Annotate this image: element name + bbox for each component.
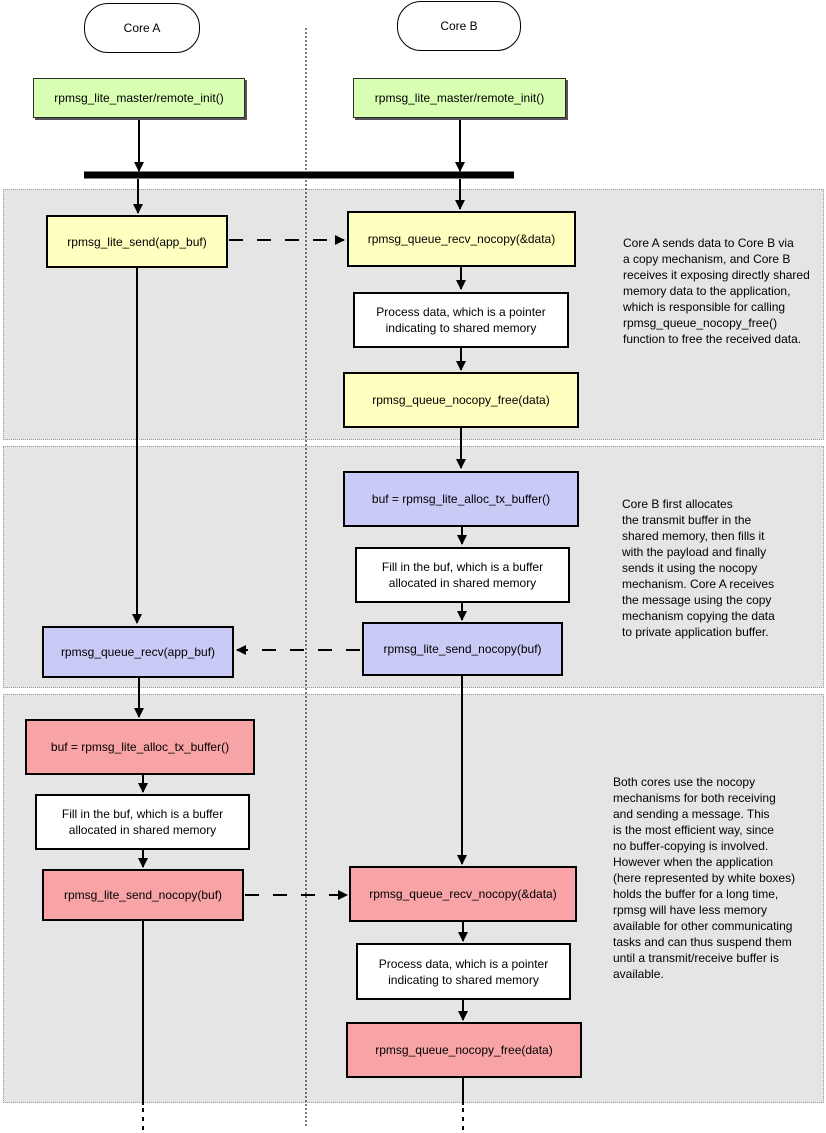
core-b-label: Core B xyxy=(397,1,521,51)
core-a-label: Core A xyxy=(84,3,200,53)
core-b-process-box: Process data, which is a pointer indicat… xyxy=(353,292,569,348)
core-a-send-box: rpmsg_lite_send(app_buf) xyxy=(46,215,228,268)
section3-note: Both cores use the nocopy mechanisms for… xyxy=(613,775,796,981)
core-a-recv-box: rpmsg_queue_recv(app_buf) xyxy=(42,626,234,678)
core-b-free-box: rpmsg_queue_nocopy_free(data) xyxy=(343,372,579,428)
core-b-process-box-2: Process data, which is a pointer indicat… xyxy=(356,943,571,1000)
core-a-fill-box: Fill in the buf, which is a buffer alloc… xyxy=(35,794,250,850)
core-b-alloc-box: buf = rpmsg_lite_alloc_tx_buffer() xyxy=(343,471,579,527)
core-b-send-nocopy-box: rpmsg_lite_send_nocopy(buf) xyxy=(362,622,563,676)
core-b-recv-nocopy-box: rpmsg_queue_recv_nocopy(&data) xyxy=(347,211,576,267)
core-b-init-box: rpmsg_lite_master/remote_init() xyxy=(353,78,566,118)
core-b-free-box-2: rpmsg_queue_nocopy_free(data) xyxy=(346,1022,582,1078)
core-a-init-box: rpmsg_lite_master/remote_init() xyxy=(33,78,245,118)
core-a-alloc-box: buf = rpmsg_lite_alloc_tx_buffer() xyxy=(25,719,255,775)
core-b-fill-box: Fill in the buf, which is a buffer alloc… xyxy=(355,547,570,603)
section2-note: Core B first allocates the transmit buff… xyxy=(622,497,775,639)
section1-note: Core A sends data to Core B via a copy m… xyxy=(623,236,810,346)
core-b-recv-nocopy-box-2: rpmsg_queue_recv_nocopy(&data) xyxy=(349,866,577,922)
core-a-send-nocopy-box: rpmsg_lite_send_nocopy(buf) xyxy=(42,869,244,921)
